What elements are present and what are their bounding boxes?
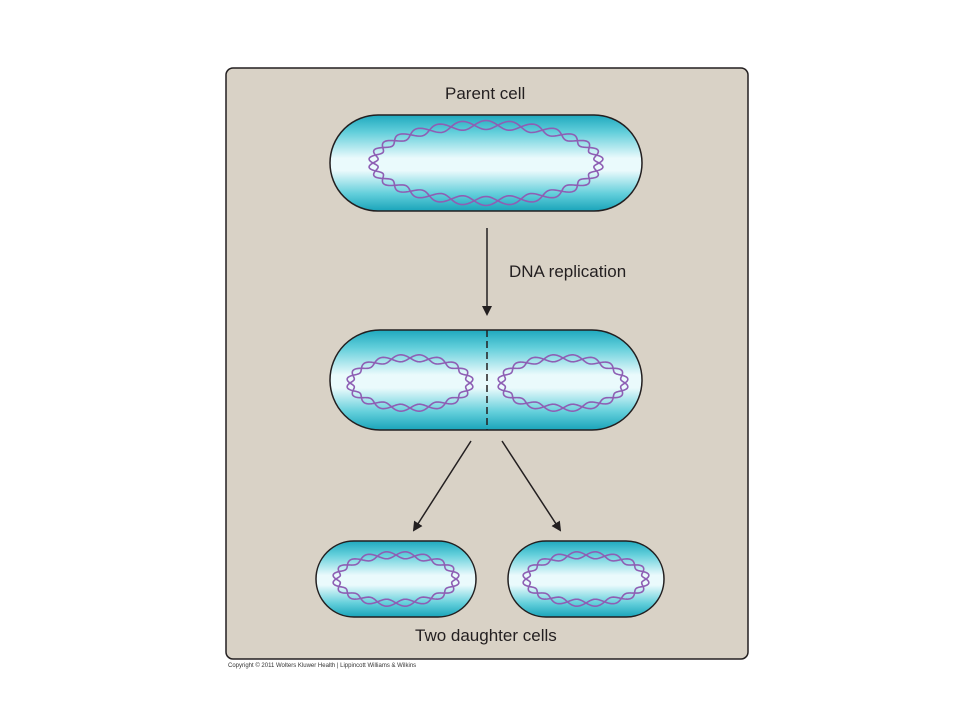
dna-strand-2 [332,551,460,607]
daughter-chromosome-right [522,551,650,607]
dna-strand-2 [346,354,474,412]
parent-chromosome [368,119,604,207]
daughter-cell-right [507,540,665,618]
daughter-arrow-right [501,440,562,532]
parent-cell-label: Parent cell [445,84,526,103]
dna-replication-label: DNA replication [509,262,627,281]
daughter-cell-left [315,540,477,618]
daughter-cells-label: Two daughter cells [415,626,557,645]
daughter-arrow-left [412,440,472,532]
daughter-chromosome-left [332,551,460,607]
dividing-chromosome-left [346,354,474,412]
dna-strand-2 [497,354,629,412]
copyright-notice: Copyright © 2011 Wolters Kluwer Health |… [228,663,417,669]
dna-strand-2 [368,120,604,207]
dividing-chromosome-right [497,354,629,412]
dna-strand-2 [522,551,650,607]
dividing-cell [329,329,643,431]
